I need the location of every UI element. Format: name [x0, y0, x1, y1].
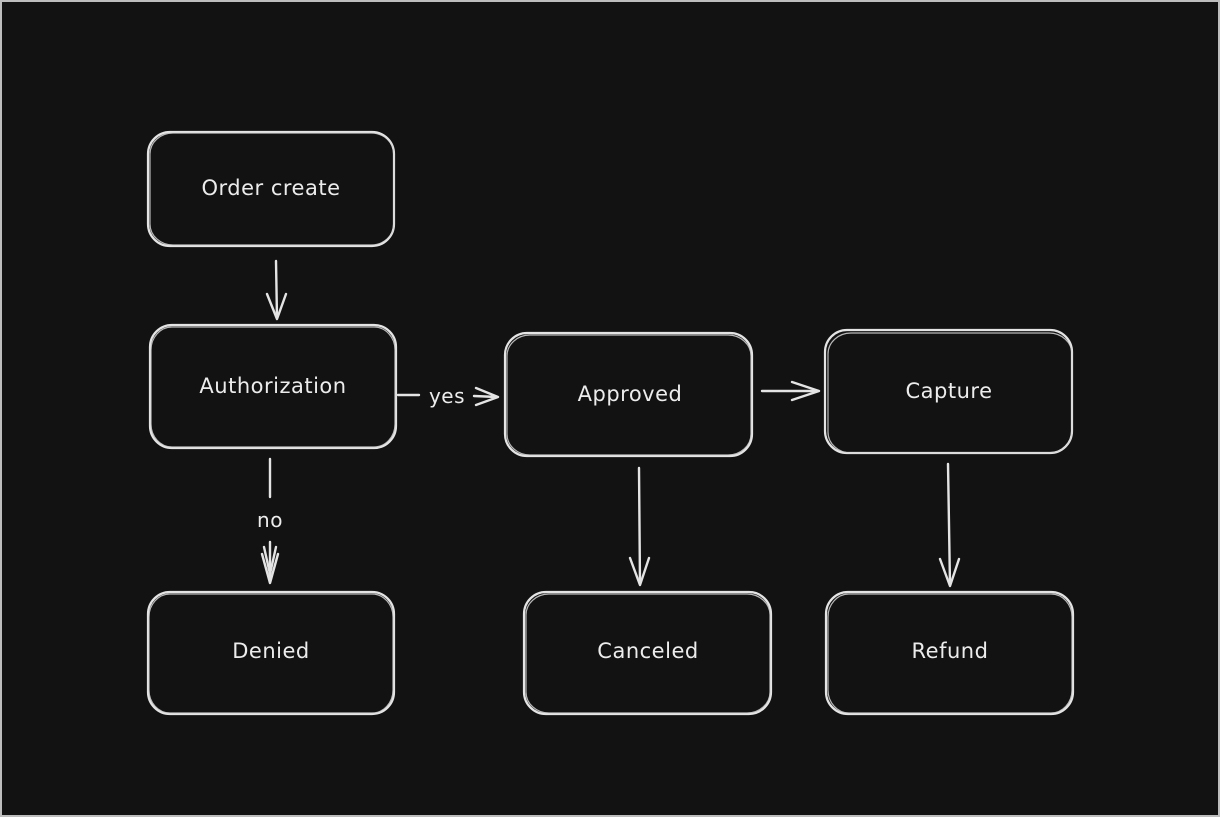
- node-denied[interactable]: Denied: [146, 590, 396, 716]
- node-capture-label: Capture: [906, 379, 993, 403]
- edge-label-yes: yes: [429, 384, 465, 408]
- node-approved[interactable]: Approved: [503, 331, 754, 458]
- edge-capture-to-refund: [938, 462, 961, 588]
- node-capture[interactable]: Capture: [823, 328, 1074, 455]
- edge-approved-to-canceled: [628, 466, 651, 587]
- edge-label-no: no: [257, 508, 283, 532]
- node-denied-label: Denied: [232, 639, 309, 663]
- node-order-create-label: Order create: [201, 176, 340, 200]
- edge-approved-to-capture: [760, 380, 821, 402]
- node-authorization-label: Authorization: [199, 374, 346, 398]
- node-approved-label: Approved: [578, 382, 683, 406]
- node-order-create[interactable]: Order create: [146, 130, 396, 248]
- edge-order-to-authorization: [265, 259, 288, 321]
- node-canceled-label: Canceled: [597, 639, 698, 663]
- node-refund-label: Refund: [912, 639, 989, 663]
- edge-authorization-to-denied: no: [257, 457, 283, 585]
- node-canceled[interactable]: Canceled: [522, 590, 773, 716]
- node-refund[interactable]: Refund: [824, 590, 1075, 716]
- edge-authorization-to-approved: yes: [396, 384, 500, 408]
- node-authorization[interactable]: Authorization: [148, 323, 398, 450]
